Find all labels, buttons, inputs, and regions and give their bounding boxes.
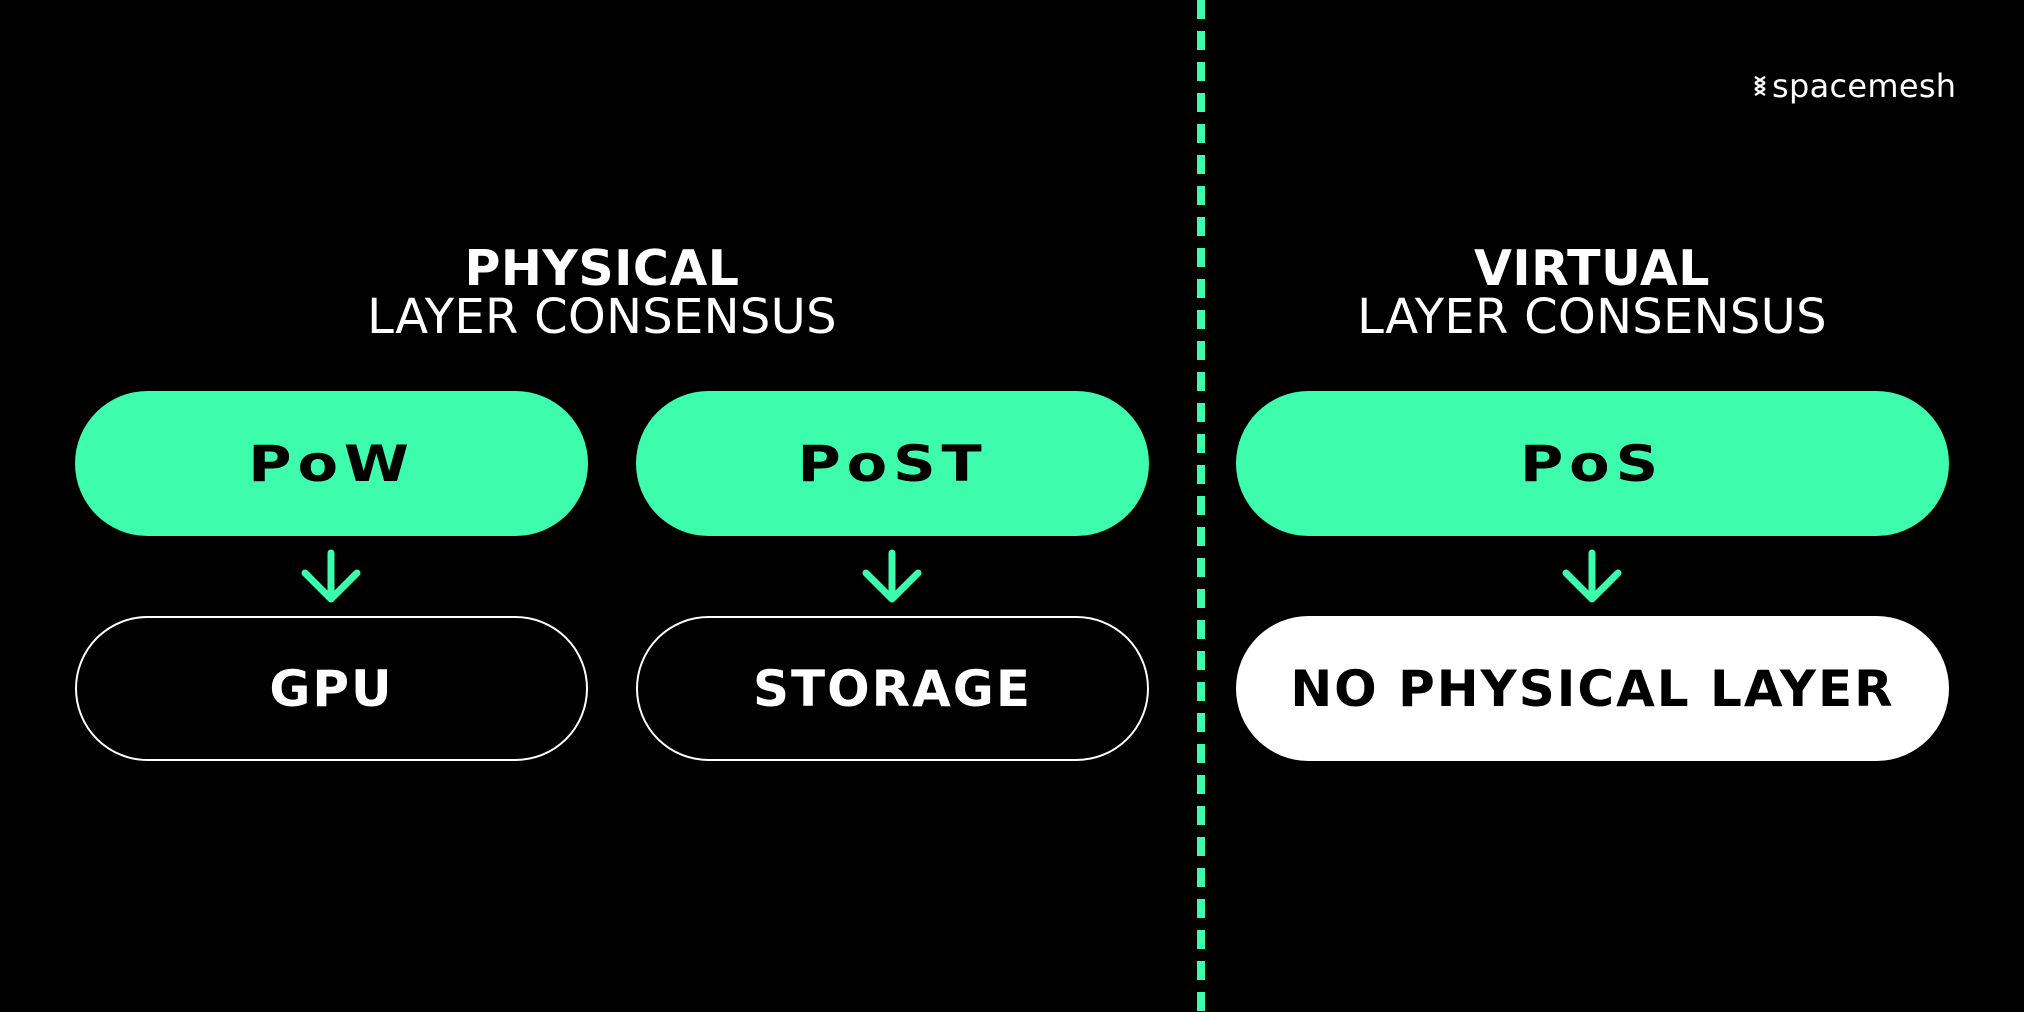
physical-title: PHYSICAL bbox=[464, 240, 740, 297]
arrow-down-icon bbox=[862, 549, 922, 603]
storage-label: STORAGE bbox=[752, 659, 1032, 718]
spacemesh-mark-icon bbox=[1754, 76, 1766, 96]
spacemesh-logo: spacemesh bbox=[1754, 70, 1956, 102]
virtual-title: VIRTUAL bbox=[1473, 240, 1711, 297]
arrow-down-icon bbox=[1562, 549, 1622, 603]
pow-pill: PoW bbox=[75, 391, 588, 536]
no-physical-layer-pill: NO PHYSICAL LAYER bbox=[1236, 616, 1949, 761]
post-label: PoST bbox=[797, 434, 988, 493]
no-physical-layer-label: NO PHYSICAL LAYER bbox=[1290, 659, 1895, 718]
logo-text: spacemesh bbox=[1772, 67, 1957, 105]
virtual-subtitle: LAYER CONSENSUS bbox=[1357, 289, 1827, 345]
gpu-label: GPU bbox=[269, 659, 394, 718]
storage-pill: STORAGE bbox=[636, 616, 1149, 761]
arrow-down-icon bbox=[301, 549, 361, 603]
physical-subtitle: LAYER CONSENSUS bbox=[367, 289, 837, 345]
dashed-divider bbox=[1197, 0, 1205, 1012]
post-pill: PoST bbox=[636, 391, 1149, 536]
pow-label: PoW bbox=[248, 434, 415, 493]
virtual-heading: VIRTUAL LAYER CONSENSUS bbox=[1342, 244, 1842, 341]
gpu-pill: GPU bbox=[75, 616, 588, 761]
physical-heading: PHYSICAL LAYER CONSENSUS bbox=[352, 244, 852, 341]
pos-pill: PoS bbox=[1236, 391, 1949, 536]
pos-label: PoS bbox=[1520, 434, 1665, 493]
